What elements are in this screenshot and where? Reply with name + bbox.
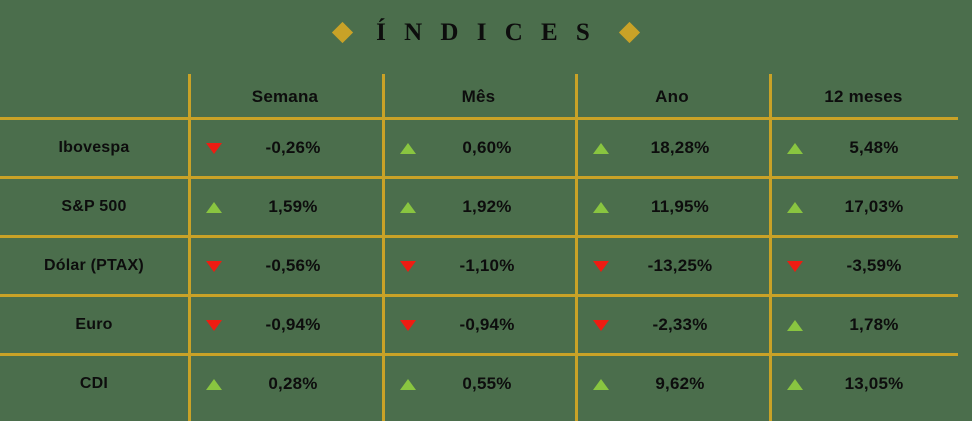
- table-cell-cdi-semana: 0,28%: [191, 356, 382, 412]
- trend-up-icon: [191, 201, 237, 213]
- table-cell-cdi-12-meses: 13,05%: [772, 356, 958, 412]
- table-cell-sp-500-semana: 1,59%: [191, 179, 382, 235]
- table-cell-ibovespa-12-meses: 5,48%: [772, 120, 958, 176]
- cell-value: 0,60%: [462, 138, 512, 157]
- trend-up-icon: [772, 142, 818, 154]
- row-label-euro: Euro: [0, 297, 188, 353]
- row-label-text: Dólar (PTAX): [44, 257, 144, 274]
- table-cell-ibovespa-semana: -0,26%: [191, 120, 382, 176]
- cell-value: -3,59%: [846, 256, 902, 275]
- cell-value: 0,28%: [268, 374, 318, 393]
- trend-down-icon: [191, 142, 237, 154]
- table-hline-header: [0, 117, 958, 120]
- cell-value: -0,94%: [459, 315, 515, 334]
- row-label-sp-500: S&P 500: [0, 179, 188, 235]
- trend-down-icon: [385, 260, 431, 272]
- table-cell-sp-500-ano: 11,95%: [578, 179, 769, 235]
- table-hline-4: [0, 353, 958, 356]
- column-header-ano: Ano: [575, 76, 769, 117]
- table-hline-3: [0, 294, 958, 297]
- cell-value: 18,28%: [650, 138, 710, 157]
- row-label-text: Euro: [75, 316, 113, 333]
- table-cell-dolar-ptax-mes: -1,10%: [385, 238, 575, 294]
- table-cell-euro-ano: -2,33%: [578, 297, 769, 353]
- column-header-label: 12 meses: [824, 86, 903, 106]
- table-cell-ibovespa-ano: 18,28%: [578, 120, 769, 176]
- table-cell-dolar-ptax-ano: -13,25%: [578, 238, 769, 294]
- row-label-text: Ibovespa: [58, 139, 130, 156]
- column-header-label: Semana: [251, 86, 319, 106]
- table-cell-euro-semana: -0,94%: [191, 297, 382, 353]
- cell-value: -1,10%: [459, 256, 515, 275]
- row-label-dolar-ptax: Dólar (PTAX): [0, 238, 188, 294]
- trend-up-icon: [772, 319, 818, 331]
- cell-value: -13,25%: [647, 256, 713, 275]
- column-header-12-meses: 12 meses: [769, 76, 958, 117]
- trend-up-icon: [772, 201, 818, 213]
- table-cell-cdi-ano: 9,62%: [578, 356, 769, 412]
- column-header-mes: Mês: [382, 76, 575, 117]
- column-header-label: Ano: [655, 86, 689, 106]
- cell-value: 17,03%: [844, 197, 904, 216]
- trend-up-icon: [385, 201, 431, 213]
- table-cell-sp-500-mes: 1,92%: [385, 179, 575, 235]
- diamond-ornament-right: [618, 21, 640, 43]
- table-hline-1: [0, 176, 958, 179]
- trend-down-icon: [578, 260, 624, 272]
- cell-value: 0,55%: [462, 374, 512, 393]
- page-title-bar: Í N D I C E S: [0, 10, 972, 54]
- row-label-cdi: CDI: [0, 356, 188, 412]
- row-label-ibovespa: Ibovespa: [0, 120, 188, 176]
- table-vline-2: [382, 74, 385, 421]
- trend-up-icon: [385, 142, 431, 154]
- column-header-label: Mês: [461, 86, 496, 106]
- trend-down-icon: [772, 260, 818, 272]
- row-label-text: CDI: [79, 375, 109, 392]
- table-cell-euro-12-meses: 1,78%: [772, 297, 958, 353]
- table-cell-dolar-ptax-12-meses: -3,59%: [772, 238, 958, 294]
- table-vline-4: [769, 74, 772, 421]
- cell-value: -0,94%: [265, 315, 321, 334]
- row-label-text: S&P 500: [61, 198, 127, 215]
- cell-value: 13,05%: [844, 374, 904, 393]
- trend-up-icon: [772, 378, 818, 390]
- trend-up-icon: [191, 378, 237, 390]
- table-cell-euro-mes: -0,94%: [385, 297, 575, 353]
- page-title: Í N D I C E S: [376, 18, 596, 46]
- trend-down-icon: [578, 319, 624, 331]
- table-cell-dolar-ptax-semana: -0,56%: [191, 238, 382, 294]
- trend-up-icon: [578, 142, 624, 154]
- cell-value: 5,48%: [849, 138, 899, 157]
- cell-value: 1,59%: [268, 197, 318, 216]
- table-cell-cdi-mes: 0,55%: [385, 356, 575, 412]
- trend-up-icon: [578, 201, 624, 213]
- trend-down-icon: [385, 319, 431, 331]
- table-cell-sp-500-12-meses: 17,03%: [772, 179, 958, 235]
- table-hline-2: [0, 235, 958, 238]
- cell-value: -0,56%: [265, 256, 321, 275]
- diamond-ornament-left: [332, 21, 354, 43]
- cell-value: -0,26%: [265, 138, 321, 157]
- cell-value: 9,62%: [655, 374, 705, 393]
- cell-value: -2,33%: [652, 315, 708, 334]
- cell-value: 1,78%: [849, 315, 899, 334]
- trend-down-icon: [191, 260, 237, 272]
- cell-value: 11,95%: [651, 197, 709, 216]
- trend-down-icon: [191, 319, 237, 331]
- table-vline-1: [188, 74, 191, 421]
- table-vline-3: [575, 74, 578, 421]
- column-header-semana: Semana: [188, 76, 382, 117]
- cell-value: 1,92%: [462, 197, 512, 216]
- trend-up-icon: [385, 378, 431, 390]
- table-cell-ibovespa-mes: 0,60%: [385, 120, 575, 176]
- trend-up-icon: [578, 378, 624, 390]
